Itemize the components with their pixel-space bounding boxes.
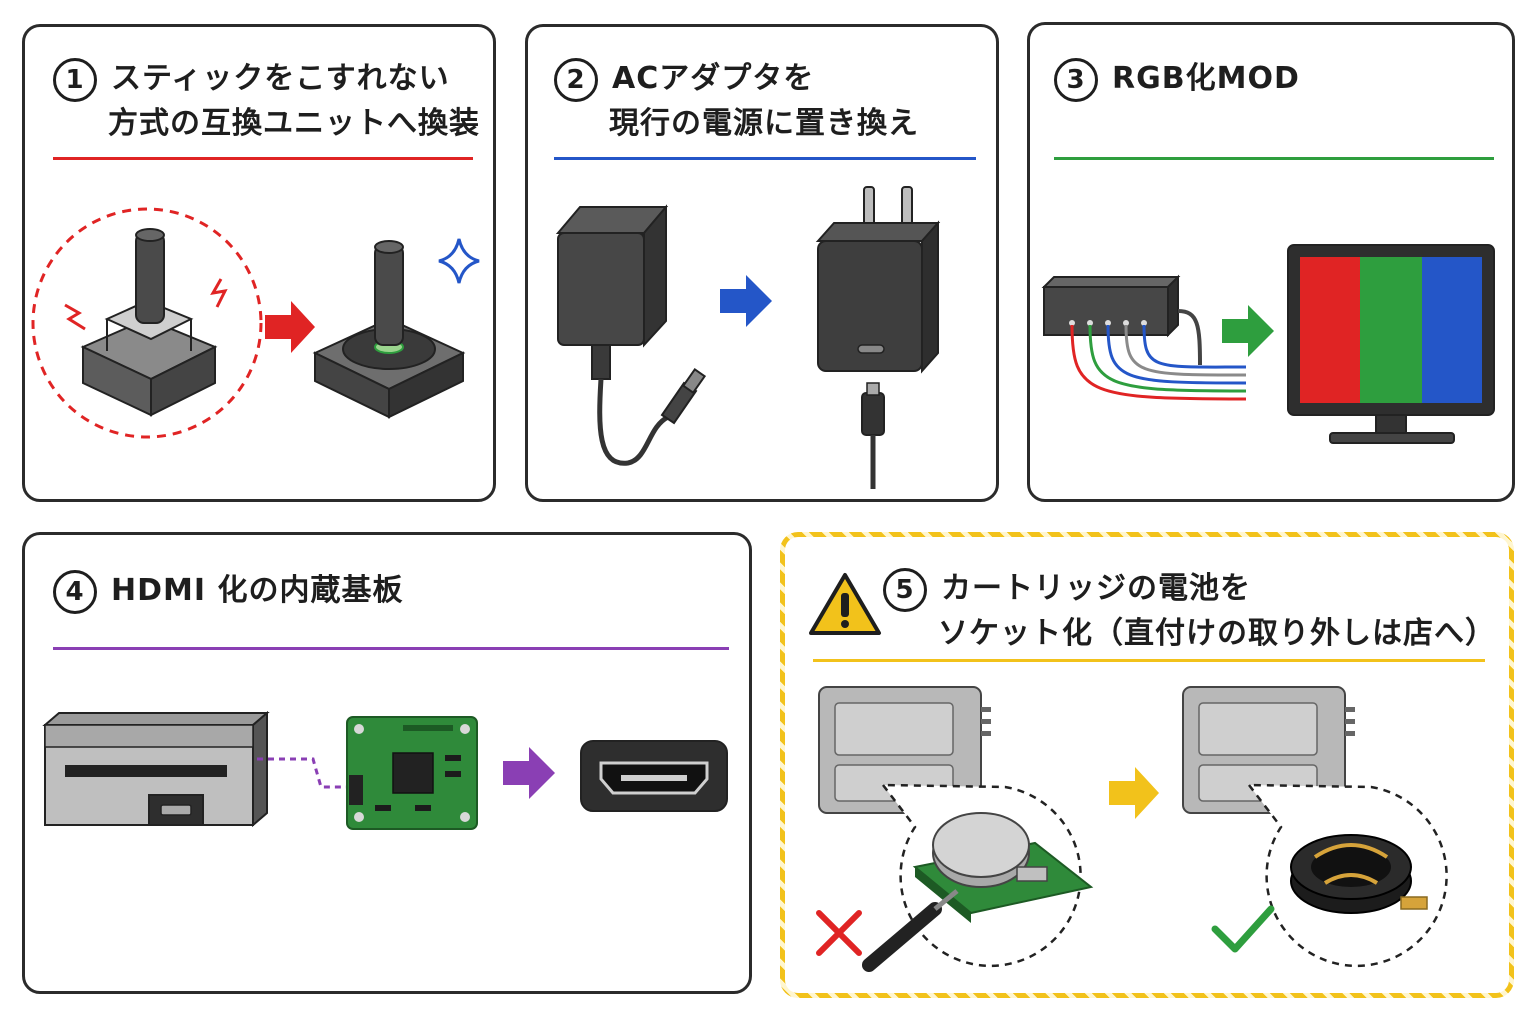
step-number-5: 5: [883, 567, 927, 612]
arrow-right-icon: [503, 747, 555, 799]
panel-3-illustration: [1041, 244, 1495, 444]
arrow-right-icon: [265, 301, 315, 353]
step-number-1: 1: [53, 57, 97, 102]
panel-4-illustration: [42, 710, 728, 830]
panel-5-warning: [809, 573, 881, 635]
worn-part-highlight: [31, 207, 263, 439]
soldering-iron: [862, 889, 959, 972]
sparkle-icon: [438, 238, 480, 284]
panel-5-illustration: [816, 686, 1448, 972]
panel-2-divider: [554, 157, 976, 160]
panel-1-divider: [53, 157, 473, 160]
new-joystick-module: [312, 240, 466, 419]
panel-2-illustration: [555, 186, 941, 489]
step-number-3: 3: [1054, 57, 1098, 102]
panel-3-divider: [1054, 157, 1494, 160]
old-ac-adapter: [555, 204, 707, 466]
hdmi-port: [580, 740, 728, 812]
hdmi-circuit-board: [346, 716, 478, 830]
av-multi-connector: [1041, 274, 1247, 401]
old-joystick-module: [80, 228, 218, 417]
game-console: [42, 710, 270, 828]
arrow-right-icon: [1222, 305, 1274, 357]
panel-5-divider: [813, 659, 1485, 662]
cross-mark-icon: [816, 910, 862, 956]
rgb-monitor: [1287, 244, 1495, 444]
wear-spark-right-icon: [210, 278, 228, 308]
battery-socket-holder: [1290, 834, 1428, 914]
soldered-coin-battery: [912, 812, 1094, 923]
panel-4-divider: [53, 647, 729, 650]
wear-spark-left-icon: [64, 303, 86, 331]
new-usb-c-charger: [815, 186, 941, 489]
arrow-right-icon: [1109, 767, 1159, 819]
panel-1-illustration: [31, 207, 480, 439]
connection-line: [257, 757, 347, 789]
arrow-right-icon: [720, 275, 772, 327]
warning-triangle-icon: [809, 573, 881, 635]
step-number-2: 2: [554, 57, 598, 102]
step-number-4: 4: [53, 569, 97, 614]
check-mark-icon: [1211, 905, 1275, 953]
cartridge-after: [1182, 686, 1355, 814]
